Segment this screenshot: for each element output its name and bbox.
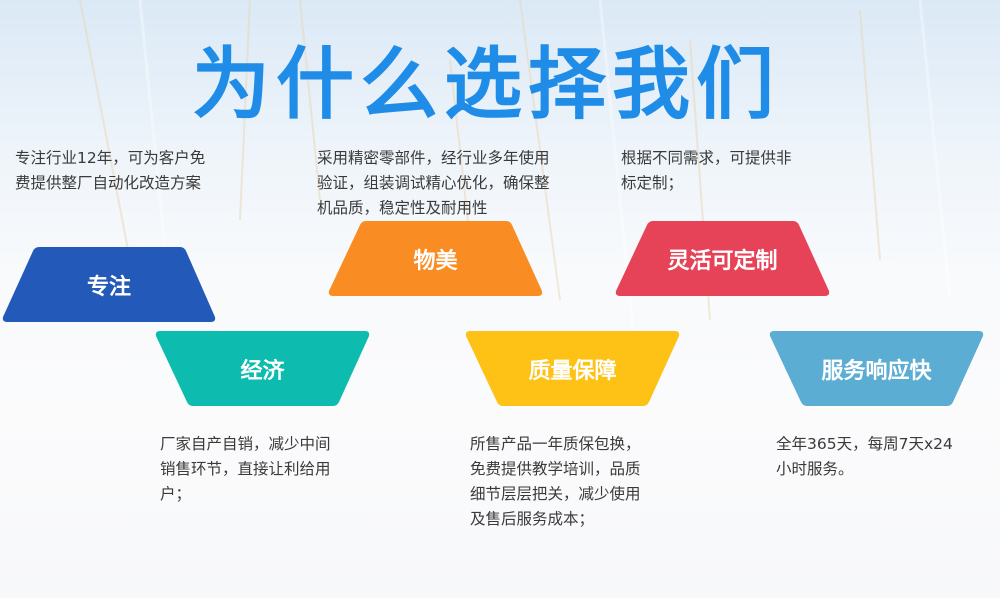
feature-badge-customizable: 灵活可定制 xyxy=(615,221,830,296)
feature-description-quality-goods: 采用精密零部件，经行业多年使用 验证，组装调试精心优化，确保整 机品质，稳定性及… xyxy=(317,149,550,217)
feature-description-customizable: 根据不同需求，可提供非 标定制； xyxy=(621,149,792,192)
feature-description-economy: 厂家自产自销，减少中间 销售环节，直接让利给用 户； xyxy=(160,435,331,503)
inverted-trapezoid-shape xyxy=(769,331,984,406)
inverted-trapezoid-shape xyxy=(465,331,680,406)
feature-badge-focus: 专注 xyxy=(2,247,216,322)
trapezoid-shape xyxy=(328,221,543,296)
trapezoid-shape xyxy=(615,221,830,296)
feature-badge-fast-service: 服务响应快 xyxy=(769,331,984,406)
feature-badge-quality-assurance: 质量保障 xyxy=(465,331,680,406)
feature-badge-quality-goods: 物美 xyxy=(328,221,543,296)
page-title: 为什么选择我们 xyxy=(191,40,780,130)
feature-badge-economy: 经济 xyxy=(155,331,370,406)
feature-description-fast-service: 全年365天，每周7天x24 小时服务。 xyxy=(776,435,953,478)
trapezoid-shape xyxy=(2,247,216,322)
inverted-trapezoid-shape xyxy=(155,331,370,406)
feature-description-quality-assurance: 所售产品一年质保包换， 免费提供教学培训，品质 细节层层把关，减少使用 及售后服… xyxy=(470,435,641,528)
feature-description-focus: 专注行业12年，可为客户免 费提供整厂自动化改造方案 xyxy=(15,149,206,192)
